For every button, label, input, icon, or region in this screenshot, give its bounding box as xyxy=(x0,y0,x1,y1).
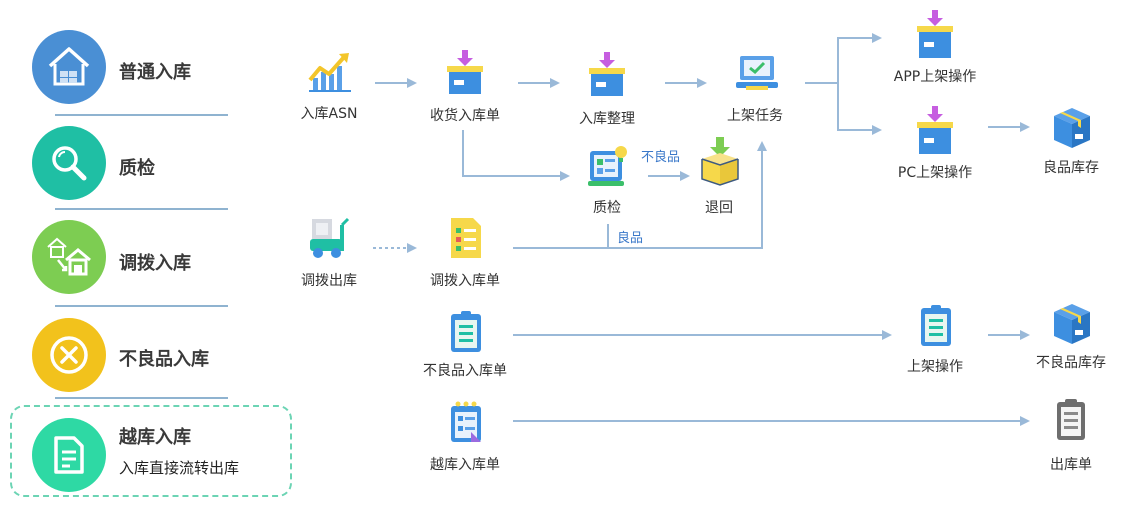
warehouse-home-icon xyxy=(48,47,90,86)
category-label-transfer: 调拨入库 xyxy=(119,253,191,274)
list-doc-icon xyxy=(921,305,951,346)
edge-transfer-task xyxy=(513,141,767,249)
return-box-icon xyxy=(701,137,739,186)
cross-dock-highlight-box xyxy=(10,405,292,497)
category-cross-dock-badge xyxy=(32,418,106,492)
edge-task-pc xyxy=(837,83,882,135)
transfer-houses-icon xyxy=(47,237,91,276)
node-pc-shelf-label: PC上架操作 xyxy=(897,165,973,181)
category-label-normal-inbound: 普通入库 xyxy=(119,62,191,83)
inbound-box-icon xyxy=(447,50,483,94)
node-cross-doc-label: 越库入库单 xyxy=(430,457,500,473)
stock-cube-icon xyxy=(1054,108,1090,148)
node-return-label: 退回 xyxy=(705,200,733,216)
node-app-shelf-label: APP上架操作 xyxy=(893,69,977,85)
inbound-box-icon xyxy=(917,10,953,58)
node-bad-in-doc-label: 不良品入库单 xyxy=(423,363,507,379)
edge-task-branch xyxy=(805,33,882,84)
node-transfer-in-doc-label: 调拨入库单 xyxy=(430,273,500,289)
category-bad-goods-badge xyxy=(32,318,106,392)
node-asn-label: 入库ASN xyxy=(300,106,358,122)
edge-receipt-qc xyxy=(462,130,570,181)
category-divider xyxy=(55,305,228,307)
circle-x-icon xyxy=(50,336,88,374)
node-transfer-out-label: 调拨出库 xyxy=(301,273,357,289)
inbound-box-icon xyxy=(589,52,625,96)
stock-cube-icon xyxy=(1054,304,1090,344)
list-doc-icon xyxy=(451,311,481,352)
node-good-stock-label: 良品库存 xyxy=(1043,160,1099,176)
node-organize-label: 入库整理 xyxy=(579,111,635,127)
edge-label-bad-goods: 不良品 xyxy=(641,150,681,165)
node-receipt-label: 收货入库单 xyxy=(430,108,500,124)
category-label-bad-goods: 不良品入库 xyxy=(119,349,209,370)
category-label-cross-dock: 越库入库 xyxy=(119,427,191,448)
category-divider xyxy=(55,208,228,210)
edge-label-good-goods: 良品 xyxy=(617,231,644,246)
node-shelf-op-label: 上架操作 xyxy=(907,359,963,375)
category-subtitle-cross-dock: 入库直接流转出库 xyxy=(119,459,240,477)
clipboard-icon xyxy=(1057,399,1085,440)
node-bad-stock-label: 不良品库存 xyxy=(1036,355,1106,371)
node-out-doc-label: 出库单 xyxy=(1050,457,1092,473)
category-transfer-badge xyxy=(32,220,106,294)
qc-clipboard-bulb-icon xyxy=(588,146,627,186)
category-qc-badge xyxy=(32,126,106,200)
magnifier-icon xyxy=(52,146,87,181)
category-divider xyxy=(55,114,228,116)
category-normal-inbound-badge xyxy=(32,30,106,104)
star-list-doc-icon xyxy=(451,401,481,442)
forklift-icon xyxy=(310,217,350,258)
checklist-doc-icon xyxy=(451,218,481,258)
node-qc-label: 质检 xyxy=(593,200,621,216)
document-icon xyxy=(54,436,84,474)
node-shelf-task-label: 上架任务 xyxy=(727,108,783,124)
category-divider xyxy=(55,397,228,399)
inbound-box-icon xyxy=(917,106,953,154)
category-label-qc: 质检 xyxy=(119,158,155,179)
rising-chart-icon xyxy=(308,53,351,92)
laptop-check-icon xyxy=(736,56,778,90)
